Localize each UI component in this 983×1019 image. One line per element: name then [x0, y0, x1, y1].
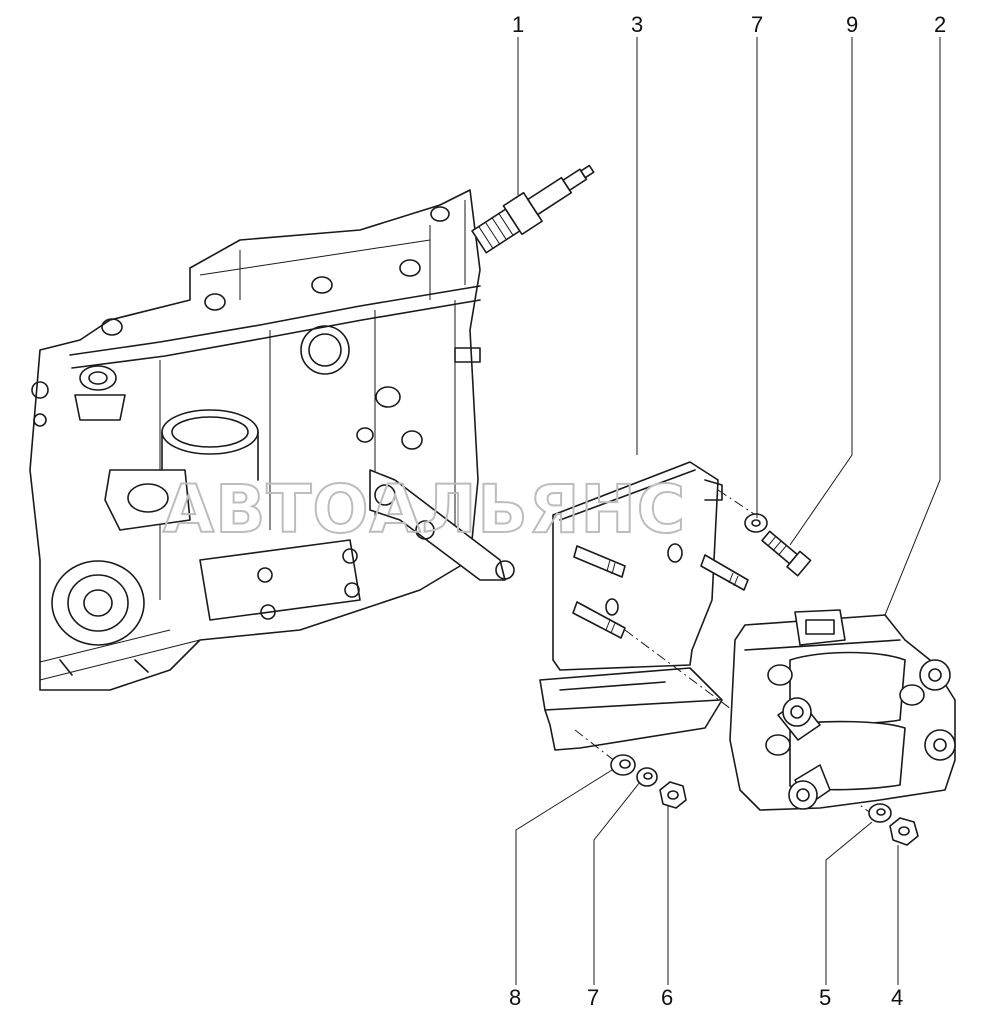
- bolt-top: [761, 530, 812, 577]
- callout-8: 8: [509, 985, 521, 1010]
- engine-block: [29, 189, 515, 691]
- callout-7-top: 7: [751, 12, 763, 37]
- callout-6: 6: [661, 985, 673, 1010]
- callout-9: 9: [846, 12, 858, 37]
- spark-plug: [471, 164, 595, 254]
- callout-leaders: [515, 37, 941, 985]
- spacer-bottom: [610, 754, 636, 776]
- callout-4: 4: [891, 985, 903, 1010]
- callout-5: 5: [819, 985, 831, 1010]
- callout-3: 3: [631, 12, 643, 37]
- callout-2: 2: [934, 12, 946, 37]
- tower-lead: [777, 659, 956, 810]
- bracket: [539, 461, 749, 751]
- washer-top: [744, 513, 768, 533]
- washer-bottom-right: [868, 803, 892, 823]
- callout-7-bottom: 7: [587, 985, 599, 1010]
- callout-1: 1: [512, 12, 524, 37]
- ignition-module: [729, 609, 956, 811]
- nut-bottom-right: [889, 817, 919, 846]
- nut-bottom: [659, 781, 687, 809]
- assembly-axis-line: [717, 489, 761, 519]
- watermark-text: АВТОАЛЬЯНС: [163, 471, 686, 548]
- washer-bottom: [636, 767, 658, 787]
